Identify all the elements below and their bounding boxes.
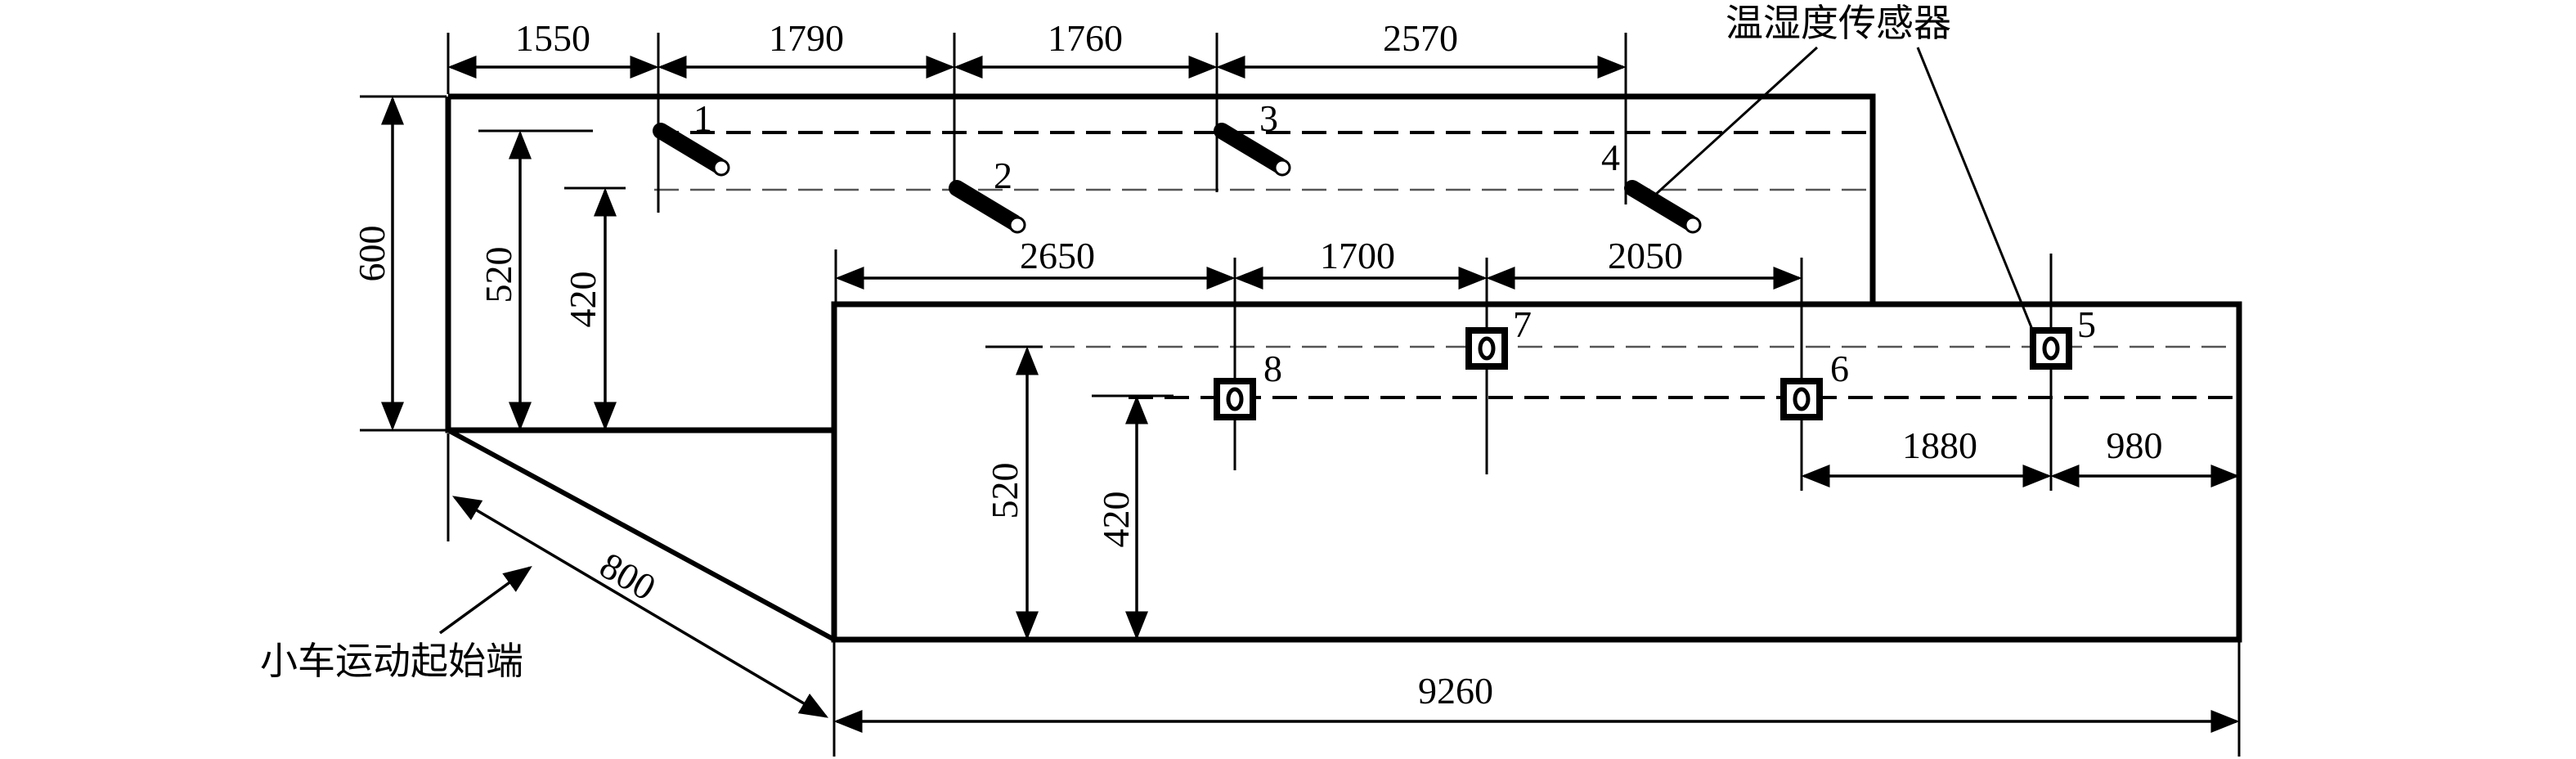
- box-sensor-icon: [1214, 378, 1256, 420]
- angled-sensor-icon: [949, 180, 1026, 234]
- dim-top-label: 1550: [515, 17, 590, 59]
- sensor-number: 8: [1263, 348, 1282, 389]
- dim-right-label: 1880: [1902, 424, 1977, 466]
- box-sensor-icon: [1780, 378, 1823, 420]
- dim-lower-520-label: 520: [984, 463, 1025, 519]
- sensor-callout-label: 温湿度传感器: [1726, 1, 1951, 45]
- sensor-callout-leader: [1916, 47, 2036, 336]
- angled-sensor-icon: [1214, 123, 1291, 177]
- sensor-number: 3: [1259, 97, 1278, 139]
- start-end-label: 小车运动起始端: [260, 639, 523, 683]
- dim-lower-label: 2650: [1020, 235, 1095, 276]
- box-sensor-icon: [2030, 327, 2072, 370]
- sensor-number: 2: [994, 155, 1012, 196]
- lower-room-outline: [831, 301, 2242, 643]
- dim-top-label: 1790: [769, 17, 844, 59]
- angled-sensor-icon: [653, 123, 730, 177]
- dim-diagonal-800-label: 800: [593, 544, 662, 609]
- dim-right-label: 980: [2107, 424, 2163, 466]
- dim-lower-label: 2050: [1608, 235, 1683, 276]
- dim-diagonal-800: [451, 496, 829, 718]
- dim-upper-520-label: 520: [478, 247, 519, 303]
- dim-lower-label: 1700: [1320, 235, 1395, 276]
- dim-top-label: 2570: [1383, 17, 1458, 59]
- dim-lower-420-label: 420: [1095, 492, 1137, 548]
- sensor-number: 1: [693, 97, 712, 139]
- dim-top-label: 1760: [1048, 17, 1123, 59]
- dim-bottom-total-label: 9260: [1418, 670, 1493, 712]
- sensor-number: 4: [1601, 137, 1620, 178]
- box-sensor-icon: [1465, 327, 1508, 370]
- sensor-number: 6: [1830, 348, 1849, 389]
- sensor-callout-leader: [1652, 46, 1819, 198]
- dim-height-600-label: 600: [351, 226, 393, 282]
- angled-sensor-icon: [1624, 180, 1702, 234]
- sensor-number: 7: [1513, 303, 1532, 345]
- sensor-number: 5: [2077, 303, 2096, 345]
- start-end-arrow: [438, 565, 532, 635]
- dim-upper-420-label: 420: [562, 272, 604, 328]
